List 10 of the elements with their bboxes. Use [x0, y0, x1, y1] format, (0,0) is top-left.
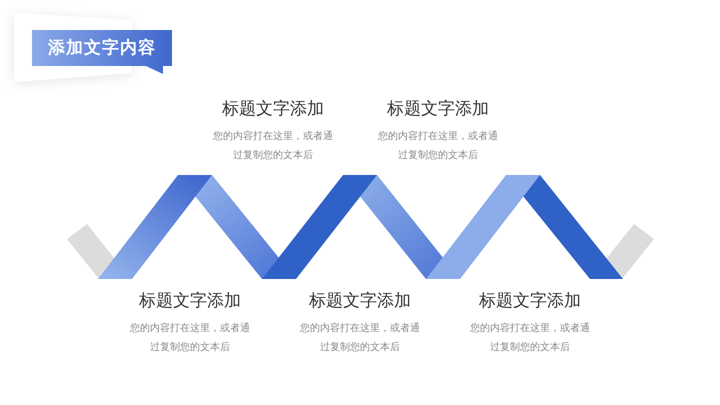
body-text: 您的内容打在这里，或者通过复制您的文本后: [212, 130, 334, 162]
body-text: 您的内容打在这里，或者通过复制您的文本后: [377, 130, 499, 162]
heading: 标题文字添加: [139, 291, 241, 311]
body-text: 您的内容打在这里，或者通过复制您的文本后: [299, 322, 421, 354]
heading: 标题文字添加: [309, 291, 411, 311]
body-text: 您的内容打在这里，或者通过复制您的文本后: [129, 322, 251, 354]
heading: 标题文字添加: [387, 99, 489, 119]
heading: 标题文字添加: [479, 291, 581, 311]
heading: 标题文字添加: [222, 99, 324, 119]
body-text: 您的内容打在这里，或者通过复制您的文本后: [469, 322, 591, 354]
